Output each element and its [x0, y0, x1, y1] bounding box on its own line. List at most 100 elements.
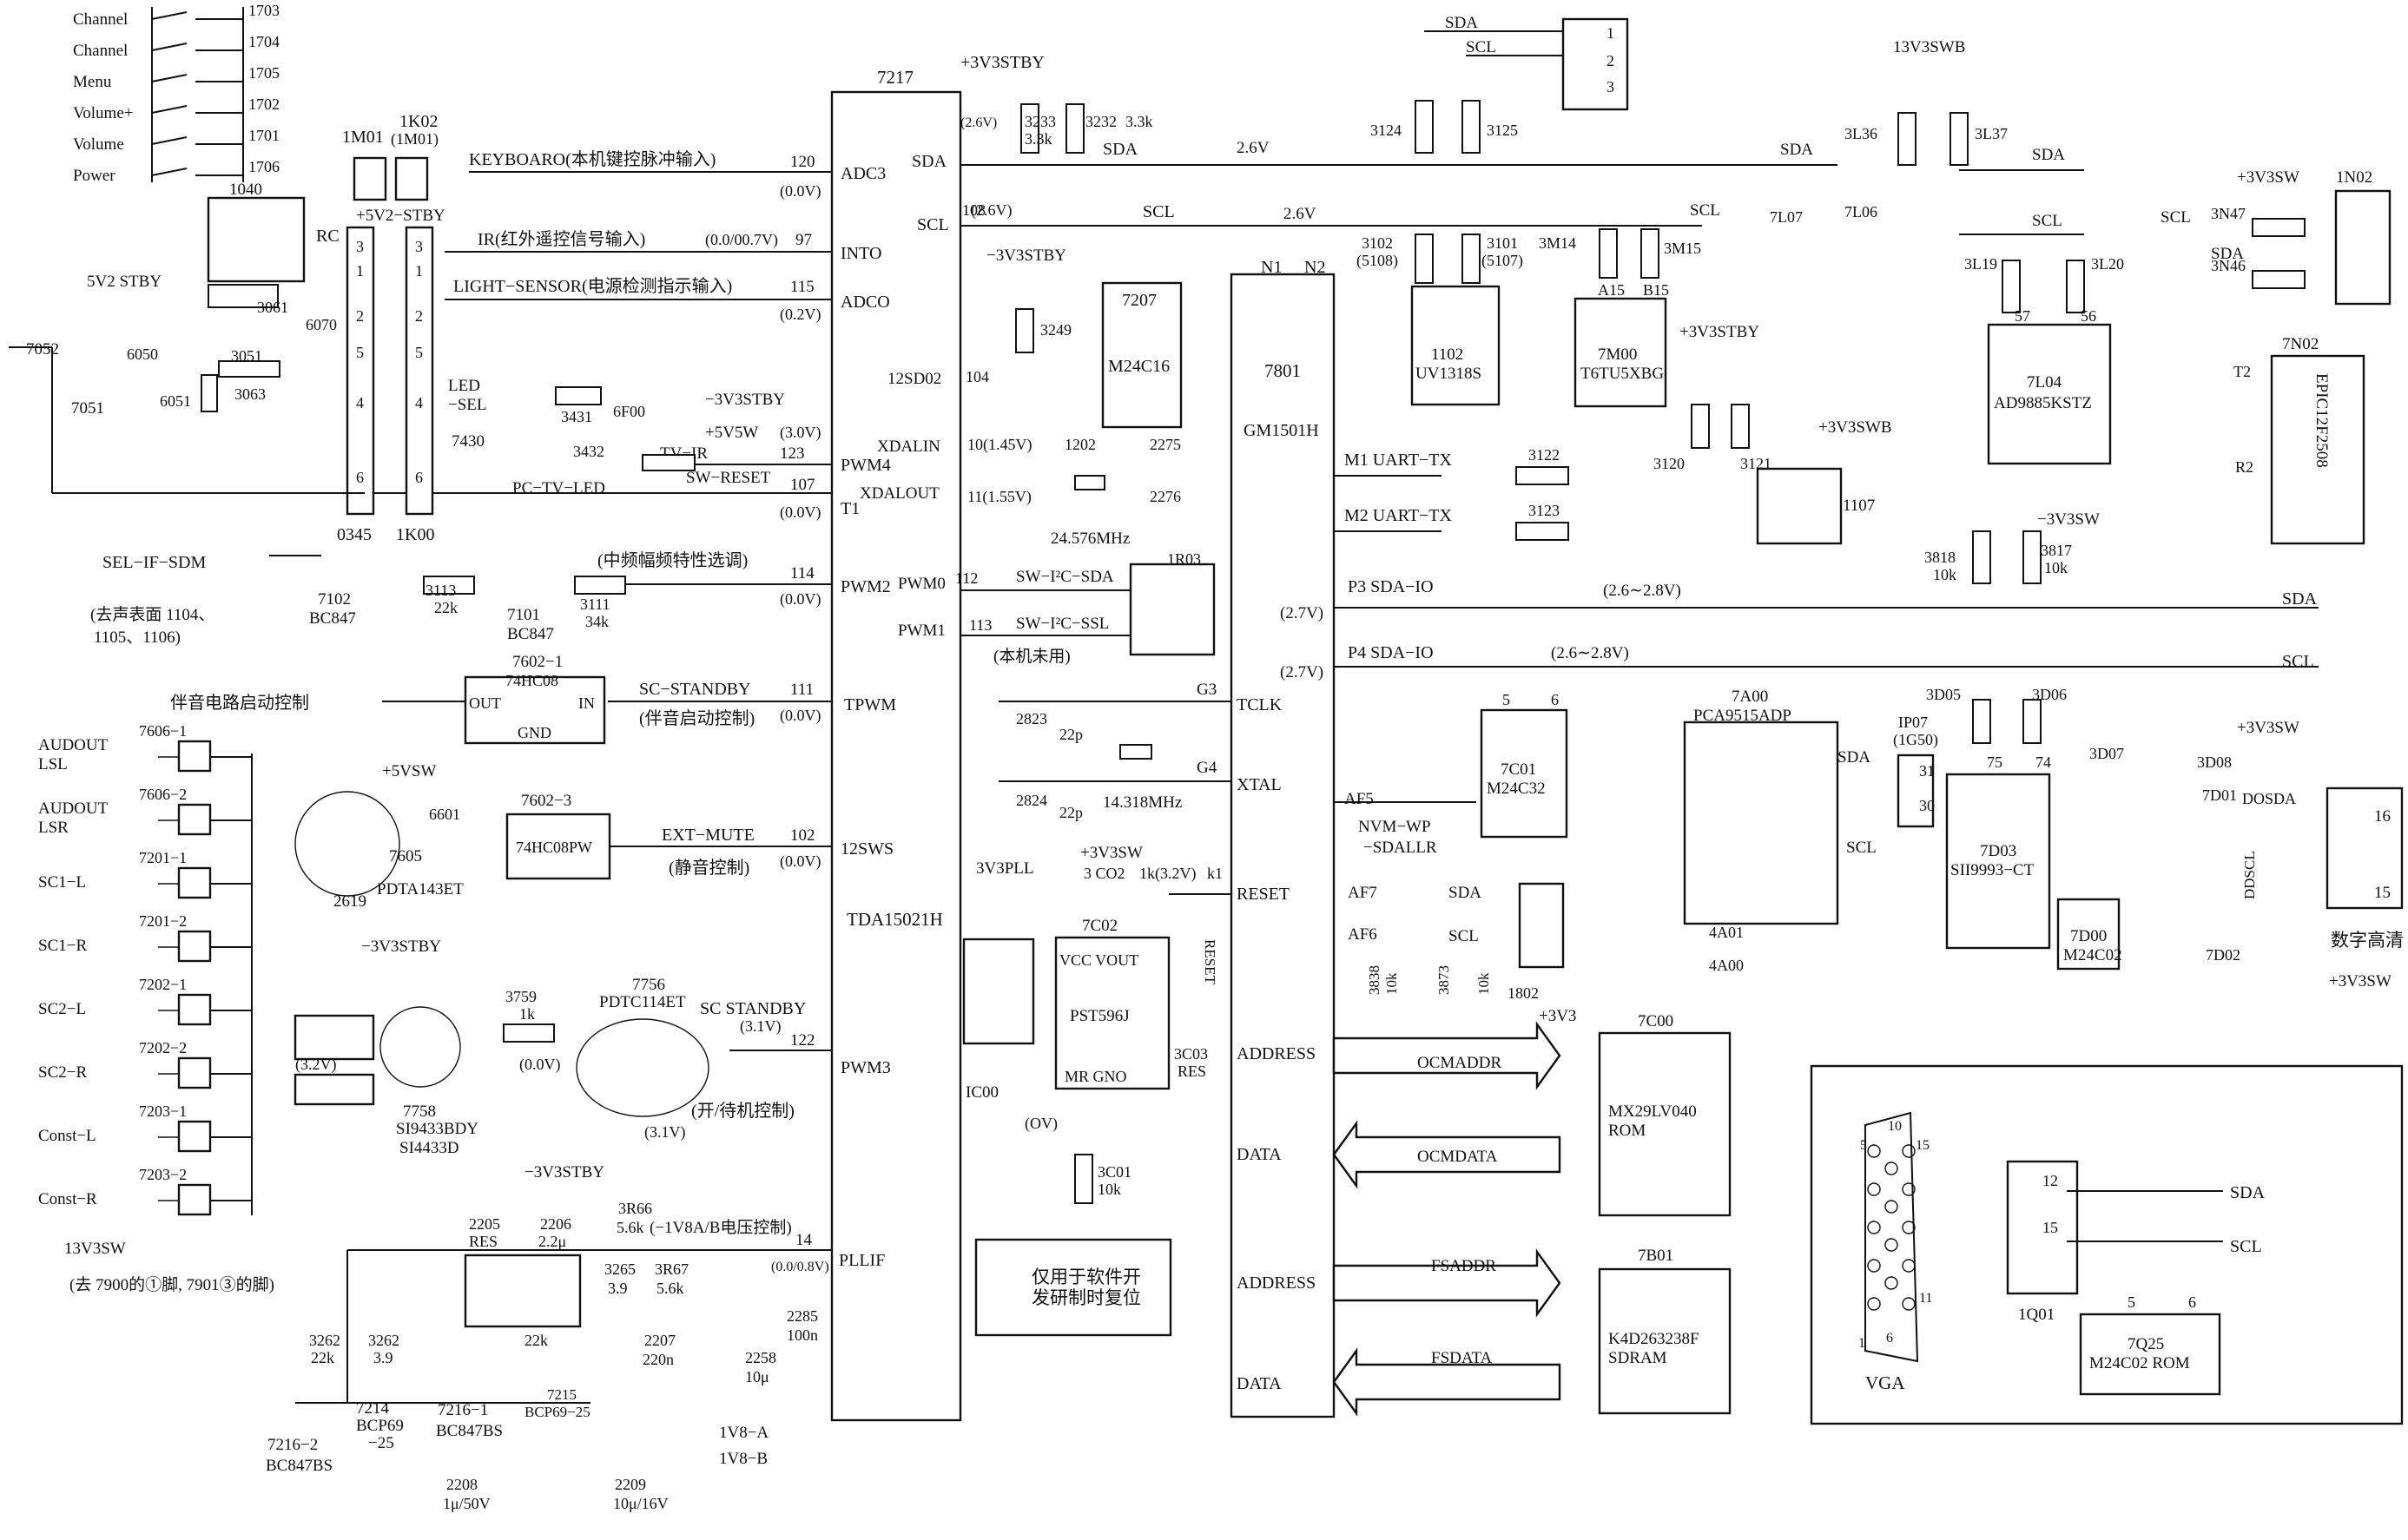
- conn1802-sda: SDA: [1448, 884, 1481, 902]
- c3c03-label: 3C03: [1174, 1045, 1208, 1063]
- main-ic-7217: [830, 90, 962, 1422]
- v3v3stby-label-b: −3V3STBY: [361, 938, 441, 956]
- audio-output-label-line: AUDOUT: [38, 736, 109, 754]
- ip07-pin31: 31: [1919, 762, 1935, 780]
- ic-left-pin-adco: ADCO 115 (0.2V) LIGHT−SENSOR(电源检测指示输入): [445, 276, 890, 324]
- key-switch: [151, 74, 188, 82]
- r3817-value: 10k: [2044, 559, 2068, 576]
- scaler-v26-b: 2.6V: [1283, 205, 1316, 223]
- right-scl-label: SCL: [1690, 201, 1720, 220]
- strip-pin-number: 5: [415, 344, 423, 361]
- pin-name: PWM2: [841, 577, 891, 596]
- vga-pin-number: 6: [1886, 1331, 1893, 1346]
- reset-ic-part: PST596J: [1070, 1007, 1130, 1025]
- scaler-m2: M2 UART−TX: [1344, 506, 1453, 525]
- resistor-3123: [1515, 522, 1569, 541]
- vga-pin: [1867, 1221, 1881, 1234]
- text-line: LED: [448, 377, 480, 395]
- pin-desc: SC−STANDBY: [639, 680, 751, 699]
- v00-label: (0.0V): [519, 1056, 561, 1074]
- vga-pin: [1902, 1182, 1916, 1196]
- pin-num-11: 11(1.55V): [967, 488, 1032, 506]
- bcp69-label: BCP69: [356, 1417, 404, 1435]
- resistor-3d06: [2022, 699, 2042, 744]
- r3123-label: 3123: [1528, 502, 1560, 519]
- r3838-label: 3838: [1366, 965, 1382, 995]
- pin-num-108: 108: [962, 201, 986, 219]
- pin-number: 123: [780, 444, 805, 463]
- eeprom-7207-part: M24C16: [1108, 357, 1170, 376]
- connector-1k02-label: 1K02: [399, 112, 438, 131]
- connector-1r03-label: 1R03: [1167, 550, 1201, 568]
- q7758-pins-bottom: [294, 1073, 375, 1106]
- bus2-sda-label: SDA: [2282, 589, 2318, 609]
- resistor-3l36: [1897, 112, 1917, 166]
- r3d08-label: 3D08: [2197, 754, 2232, 771]
- q7l07-label: 7L07: [1770, 208, 1803, 226]
- q7605-circle: [294, 791, 400, 897]
- pin-voltage: (0.0V): [780, 503, 821, 522]
- vga-pin: [1902, 1221, 1916, 1234]
- sdram-7b01: [1598, 1267, 1732, 1415]
- r3m15-label: 3M15: [1664, 240, 1701, 257]
- pin-voltage: (0.0V): [780, 590, 821, 609]
- epic-r2: R2: [2235, 458, 2253, 476]
- epic-t2: T2: [2233, 363, 2251, 380]
- r3113-value: 22k: [434, 599, 458, 616]
- eeprom-7q25-pin6: 6: [2188, 1293, 2196, 1311]
- c2824-label: 2824: [1016, 792, 1047, 809]
- key-label: Menu: [73, 73, 112, 91]
- pin-desc: KEYBOARO(本机键控脉冲输入): [469, 149, 716, 169]
- reset-ic-mr-gno: MR GNO: [1065, 1068, 1127, 1085]
- key-ref: 1705: [248, 64, 280, 82]
- pin-voltage: (0.0V): [780, 852, 821, 871]
- reset-ic-ref: 7C02: [1082, 917, 1118, 935]
- key-ref: 1704: [248, 33, 280, 50]
- reset-switch-ic00: [962, 938, 1035, 1045]
- hd-pin16: 16: [2374, 807, 2391, 826]
- pin-desc: SW−RESET: [686, 469, 771, 487]
- eeprom-7d00: [2056, 898, 2121, 971]
- key-switch-array: [151, 7, 244, 182]
- q7215-label: 7215: [547, 1386, 577, 1403]
- d6f00-label: 6F00: [613, 403, 645, 420]
- key-row: Menu 1705: [73, 64, 280, 91]
- hd-3v3sw-label: +3V3SW: [2237, 719, 2299, 737]
- connector-1n02: [2334, 189, 2392, 306]
- resistor-3233: [1020, 103, 1039, 154]
- v5v2-stby-label: 5V2 STBY: [87, 273, 162, 291]
- q7051-label: 7051: [71, 399, 104, 418]
- q7605-label: 7605: [389, 847, 422, 865]
- r3m14-label: 3M14: [1539, 234, 1576, 252]
- buffer-part: PCA9515ADP: [1693, 707, 1791, 725]
- pc-tv-led-label: PC−TV−LED: [512, 479, 605, 497]
- tuner-ref: 1102: [1431, 346, 1463, 364]
- hdmi-pin75: 75: [1987, 754, 2002, 771]
- c2823-label: 2823: [1016, 710, 1047, 727]
- strip-pin-number: 1: [356, 262, 364, 280]
- connector-1r03: [1129, 563, 1216, 656]
- key-switch: [151, 105, 188, 114]
- r3432-label: 3432: [573, 443, 604, 460]
- scaler-left-pin: XTAL: [1237, 775, 1282, 794]
- q7758-pins-top: [294, 1014, 375, 1061]
- c2207-value: 220n: [643, 1351, 674, 1368]
- hd-pin15: 15: [2374, 884, 2391, 902]
- ip07-label: IP07: [1898, 714, 1928, 731]
- c2258-label: 2258: [745, 1349, 776, 1366]
- regulator-cap-box: [464, 1254, 582, 1328]
- pin-number: 97: [795, 231, 812, 249]
- r3759-label: 3759: [505, 988, 537, 1005]
- vga-pin: [1867, 1297, 1881, 1311]
- v26b-label: (2.6V): [971, 201, 1013, 220]
- scaler-range-2: (2.6∼2.8V): [1551, 644, 1629, 662]
- c2276-label: 2276: [1150, 488, 1181, 505]
- bcp6925-label: BCP69−25: [524, 1404, 590, 1420]
- pin-num-112: 112: [955, 569, 978, 587]
- gate-7602-3-part: 74HC08PW: [516, 839, 592, 856]
- pin-number: 102: [790, 826, 815, 845]
